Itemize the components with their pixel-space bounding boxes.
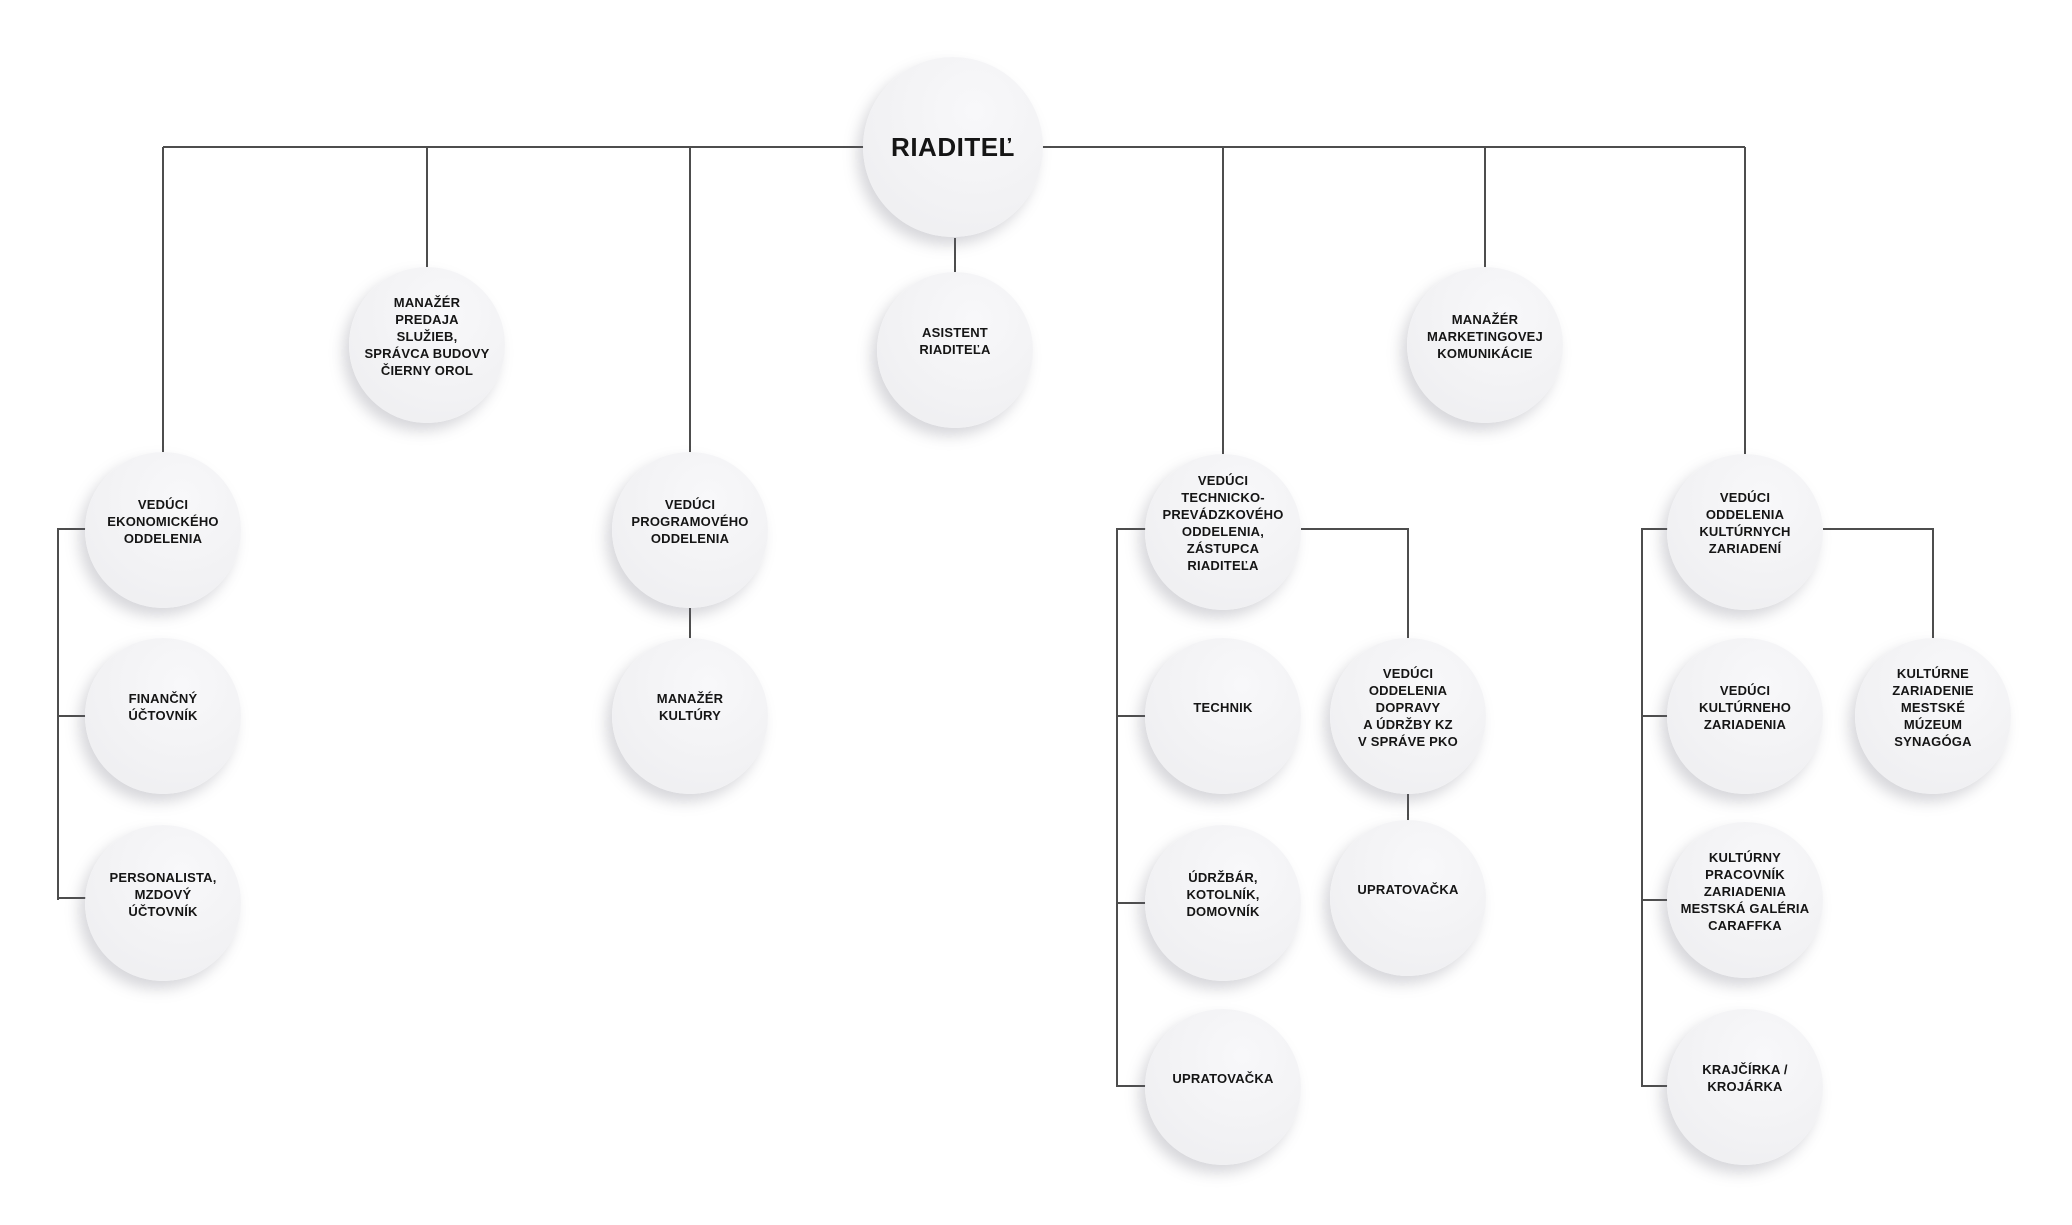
org-node-label: VEDÚCI EKONOMICKÉHO ODDELENIA [107, 496, 219, 546]
org-node-veduci-kulturneho-zariadenia: VEDÚCI KULTÚRNEHO ZARIADENIA [1667, 638, 1823, 794]
connector-kult-stub-top [1642, 528, 1668, 530]
connector-doprava-upratovacka [1407, 794, 1409, 822]
connector-drop-asistent [954, 238, 956, 274]
connector-eko-vertical [57, 528, 59, 900]
connector-tech-stub-top [1117, 528, 1146, 530]
connector-tech-doprava-vertical [1407, 528, 1409, 640]
org-node-manazer-predaja: MANAŽÉR PREDAJA SLUŽIEB, SPRÁVCA BUDOVY … [349, 267, 505, 423]
org-node-veduci-ekonomickeho-oddelenia: VEDÚCI EKONOMICKÉHO ODDELENIA [85, 452, 241, 608]
org-node-label: ASISTENT RIADITEĽA [919, 325, 991, 357]
org-node-label: VEDÚCI ODDELENIA DOPRAVY A ÚDRŽBY KZ V S… [1358, 665, 1458, 749]
connector-eko-stub-financny [58, 715, 86, 717]
org-node-label: VEDÚCI PROGRAMOVÉHO ODDELENIA [631, 496, 749, 546]
org-node-label: KULTÚRNY PRACOVNÍK ZARIADENIA MESTSKÁ GA… [1680, 849, 1810, 933]
connector-drop-programove [689, 147, 691, 453]
connector-kult-synagoga-vertical [1932, 528, 1934, 640]
connector-tech-stub-technik [1117, 715, 1146, 717]
connector-tech-stub-upratovacka [1117, 1085, 1146, 1087]
org-node-label: VEDÚCI TECHNICKO- PREVÁDZKOVÉHO ODDELENI… [1162, 473, 1284, 573]
org-node-riaditel: RIADITEĽ [863, 57, 1043, 237]
connector-drop-marketing [1484, 147, 1486, 268]
org-node-financny-uctovnik: FINANČNÝ ÚČTOVNÍK [85, 638, 241, 794]
org-node-udrzbar-kotolnik-domovnik: ÚDRŽBÁR, KOTOLNÍK, DOMOVNÍK [1145, 825, 1301, 981]
org-node-upratovacka-dopravy: UPRATOVAČKA [1330, 820, 1486, 976]
org-node-veduci-programoveho-oddelenia: VEDÚCI PROGRAMOVÉHO ODDELENIA [612, 452, 768, 608]
connector-tech-vertical [1116, 528, 1118, 1087]
org-node-label: UPRATOVAČKA [1357, 881, 1459, 897]
org-node-label: MANAŽÉR MARKETINGOVEJ KOMUNIKÁCIE [1426, 311, 1543, 361]
org-node-label: RIADITEĽ [891, 132, 1015, 162]
connector-drop-technicke [1222, 147, 1224, 455]
connector-eko-stub-personalista [58, 897, 86, 899]
org-node-label: FINANČNÝ ÚČTOVNÍK [128, 691, 198, 723]
connector-drop-ekonomicke [162, 147, 164, 453]
org-node-label: KULTÚRNE ZARIADENIE MESTSKÉ MÚZEUM SYNAG… [1892, 665, 1974, 749]
org-node-veduci-oddelenia-kulturnych-zariadeni: VEDÚCI ODDELENIA KULTÚRNYCH ZARIADENÍ [1667, 454, 1823, 610]
connector-kult-synagoga-horizontal [1823, 528, 1934, 530]
org-node-manazer-kultury: MANAŽÉR KULTÚRY [612, 638, 768, 794]
org-node-personalista-mzdovy-uctovnik: PERSONALISTA, MZDOVÝ ÚČTOVNÍK [85, 825, 241, 981]
org-node-label: VEDÚCI KULTÚRNEHO ZARIADENIA [1698, 682, 1792, 732]
connector-kult-stub-veduci [1642, 715, 1668, 717]
org-node-label: ÚDRŽBÁR, KOTOLNÍK, DOMOVNÍK [1186, 869, 1260, 919]
org-node-label: KRAJČÍRKA / KROJÁRKA [1702, 1062, 1788, 1094]
connector-tech-stub-udrzbar [1117, 902, 1146, 904]
connector-drop-kulturne [1744, 147, 1746, 455]
connector-kult-stub-krajcirka [1642, 1085, 1668, 1087]
org-node-upratovacka-technicke: UPRATOVAČKA [1145, 1009, 1301, 1165]
org-node-label: VEDÚCI ODDELENIA KULTÚRNYCH ZARIADENÍ [1699, 490, 1791, 556]
connector-eko-stub-top [58, 528, 86, 530]
org-node-label: MANAŽÉR PREDAJA SLUŽIEB, SPRÁVCA BUDOVY … [364, 294, 490, 378]
org-node-manazer-marketingovej-komunikacie: MANAŽÉR MARKETINGOVEJ KOMUNIKÁCIE [1407, 267, 1563, 423]
connector-kult-stub-pracovnik [1642, 899, 1668, 901]
org-node-technik: TECHNIK [1145, 638, 1301, 794]
connector-drop-predaja [426, 147, 428, 268]
org-node-label: PERSONALISTA, MZDOVÝ ÚČTOVNÍK [109, 869, 217, 919]
org-node-label: UPRATOVAČKA [1172, 1070, 1274, 1086]
org-node-veduci-technicko-prevadzkoveho: VEDÚCI TECHNICKO- PREVÁDZKOVÉHO ODDELENI… [1145, 454, 1301, 610]
org-node-label: TECHNIK [1193, 699, 1253, 715]
connector-tech-doprava-horizontal [1301, 528, 1409, 530]
org-node-veduci-oddelenia-dopravy: VEDÚCI ODDELENIA DOPRAVY A ÚDRŽBY KZ V S… [1330, 638, 1486, 794]
connector-kult-vertical [1641, 528, 1643, 1087]
org-node-label: MANAŽÉR KULTÚRY [656, 691, 724, 723]
org-node-kulturne-zariadenie-synagoga: KULTÚRNE ZARIADENIE MESTSKÉ MÚZEUM SYNAG… [1855, 638, 2011, 794]
org-node-asistent-riaditela: ASISTENT RIADITEĽA [877, 272, 1033, 428]
connector-programove-kultury [689, 608, 691, 640]
org-node-kulturny-pracovnik-caraffka: KULTÚRNY PRACOVNÍK ZARIADENIA MESTSKÁ GA… [1667, 822, 1823, 978]
org-node-krajcirka-krojarka: KRAJČÍRKA / KROJÁRKA [1667, 1009, 1823, 1165]
